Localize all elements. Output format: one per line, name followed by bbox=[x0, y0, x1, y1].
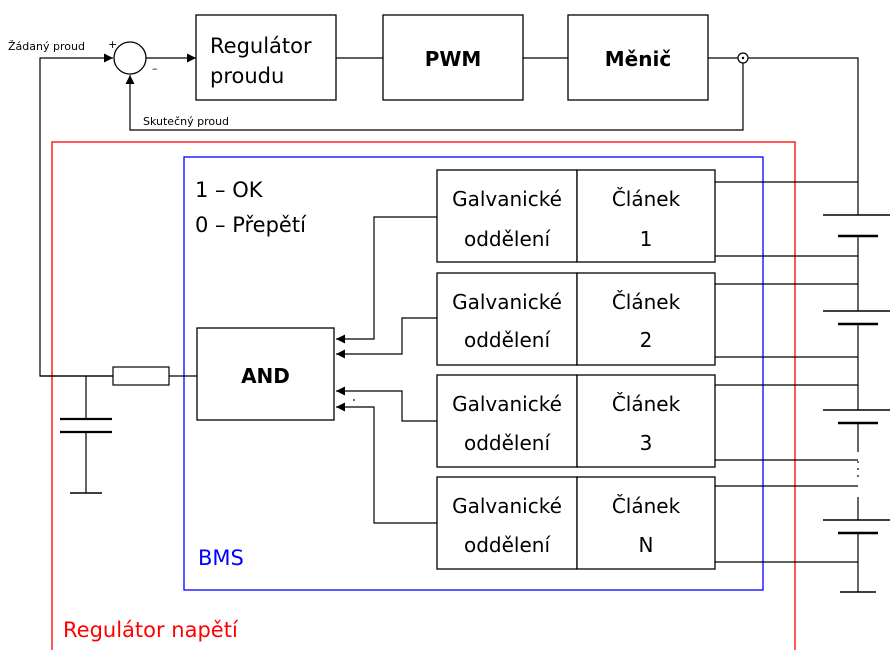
voltage-regulator-label: Regulátor napětí bbox=[63, 618, 238, 642]
main-output-wire bbox=[748, 57, 859, 182]
cell-block-3 bbox=[436, 374, 716, 468]
pwm-label: PWM bbox=[424, 47, 482, 71]
cell-sense-wires bbox=[715, 181, 858, 563]
setpoint-label: Žádaný proud bbox=[8, 40, 85, 53]
regulator-label-line2: proudu bbox=[210, 64, 285, 88]
isolator-3-line1: Galvanické bbox=[452, 392, 562, 416]
cell-2-line2: 2 bbox=[639, 328, 653, 352]
current-regulator-block bbox=[195, 14, 337, 101]
battery-ellipsis bbox=[857, 461, 859, 477]
bms-label: BMS bbox=[198, 546, 244, 570]
filter-resistor bbox=[112, 366, 170, 386]
isolator-n-line1: Galvanické bbox=[452, 494, 562, 518]
converter-label: Měnič bbox=[604, 47, 672, 71]
plus-sign: + bbox=[108, 38, 118, 51]
isolator-1-line2: oddělení bbox=[463, 227, 551, 251]
isolator-2-line1: Galvanické bbox=[452, 290, 562, 314]
cell-block-n bbox=[436, 476, 716, 570]
summing-junction bbox=[113, 41, 147, 75]
minus-sign: – bbox=[152, 62, 158, 75]
feedback-wire bbox=[125, 63, 744, 131]
cell-block-1 bbox=[436, 169, 716, 263]
isolator-3-line2: oddělení bbox=[463, 431, 551, 455]
and-gate-block bbox=[196, 327, 335, 421]
cell-n-line1: Článek bbox=[611, 494, 681, 518]
cell-3-line2: 3 bbox=[639, 431, 653, 455]
battery-stack bbox=[823, 182, 890, 593]
isolator-n-line2: oddělení bbox=[463, 533, 551, 557]
isolator-1-line1: Galvanické bbox=[452, 187, 562, 211]
cell-2-line1: Článek bbox=[611, 290, 681, 314]
converter-block bbox=[567, 14, 709, 101]
status-ok-label: 1 – OK bbox=[195, 178, 263, 202]
cell-n-line2: N bbox=[638, 533, 654, 557]
feedback-label: Skutečný proud bbox=[143, 115, 230, 128]
cell-3-line1: Článek bbox=[611, 392, 681, 416]
voltage-regulator-frame bbox=[51, 141, 796, 650]
and-gate-label: AND bbox=[241, 364, 290, 388]
cell-1-line1: Článek bbox=[611, 187, 681, 211]
and-input-2-wire bbox=[336, 317, 437, 359]
and-input-3-wire bbox=[336, 386, 437, 422]
and-input-1-wire bbox=[336, 216, 437, 344]
cell-1-line2: 1 bbox=[639, 227, 653, 251]
regulator-label-line1: Regulátor bbox=[210, 34, 312, 58]
voltage-setpoint-wire bbox=[39, 57, 113, 377]
status-overvoltage-label: 0 – Přepětí bbox=[195, 213, 306, 237]
and-input-4-wire bbox=[336, 402, 437, 524]
cell-block-2 bbox=[436, 272, 716, 366]
isolator-2-line2: oddělení bbox=[463, 328, 551, 352]
bms-frame bbox=[183, 156, 764, 591]
pwm-block bbox=[382, 14, 524, 101]
